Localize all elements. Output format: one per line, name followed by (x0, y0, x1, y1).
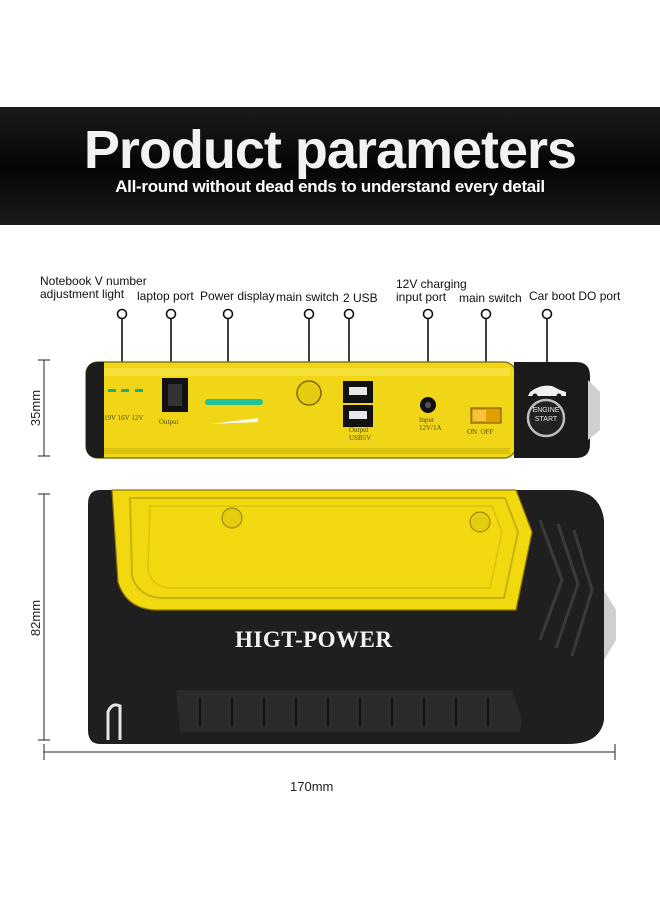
switch-labels: ON OFF (467, 428, 494, 436)
dim-width: 170mm (290, 779, 334, 794)
dim-height-top: 35mm (28, 389, 43, 427)
banner-subtitle: All-round without dead ends to understan… (115, 177, 545, 196)
callout-marker (422, 308, 434, 320)
mount-hole-right (469, 511, 491, 533)
usb-output-label: Output USB5V (349, 426, 372, 442)
mount-hole-left (221, 507, 243, 529)
power-display (205, 399, 263, 405)
engine-start-button (526, 398, 566, 438)
laptop-output-label: Output (159, 418, 179, 426)
callout-marker (303, 308, 315, 320)
banner-title: Product parameters (83, 120, 577, 180)
callout-marker (480, 308, 492, 320)
device-yellow-cover (111, 489, 533, 611)
engine-start-label: ENGINE START (532, 407, 560, 423)
voltage-labels: 19V 16V 12V (104, 414, 144, 422)
callout-power-display: Power display (200, 289, 275, 303)
main-switch (296, 380, 322, 406)
callout-marker (165, 308, 177, 320)
callout-main-switch-2: main switch (459, 291, 522, 305)
lanyard-loop (106, 703, 122, 740)
callout-marker (343, 308, 355, 320)
dim-height-main: 82mm (28, 599, 43, 637)
callout-car-boot: Car boot DO port (529, 289, 621, 303)
callout-charging-input: 12V charging input port (396, 277, 467, 304)
input-label: Input 12V/1A (419, 416, 442, 432)
header-banner: Product parameters All-round without dea… (0, 107, 660, 225)
callout-usb: 2 USB (343, 291, 378, 305)
car-icon (528, 385, 566, 396)
callout-marker (541, 308, 553, 320)
callout-laptop-port: laptop port (137, 289, 194, 303)
device-top-body (85, 361, 517, 459)
callout-notebook-v: Notebook V number adjustment light (40, 274, 147, 301)
callout-marker (116, 308, 128, 320)
callout-marker (222, 308, 234, 320)
callout-main-switch-1: main switch (276, 290, 339, 304)
brand-label: HIGT-POWER (235, 627, 393, 652)
